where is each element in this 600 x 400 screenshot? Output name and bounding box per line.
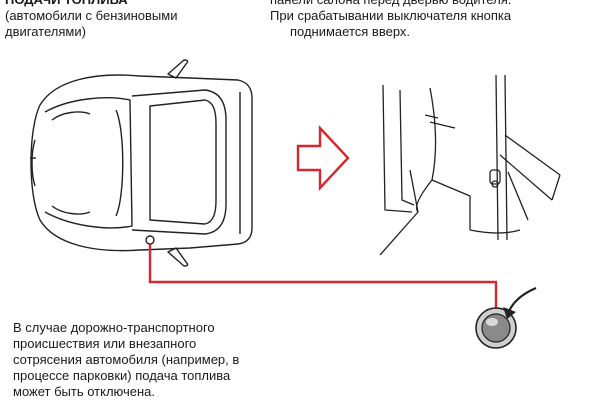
heading-title: ПОДАЧИ ТОПЛИВА [5,0,177,8]
caption-line: происшествия или внезапного [13,336,197,351]
caption-line: сотрясения автомобиля (например, в [13,352,240,367]
connector-line [148,244,498,310]
caption-line: процессе парковки) подача топлива [13,368,231,383]
caption-line: может быть отключена. [13,384,156,399]
note-line: При срабатывании выключателя кнопка [270,8,512,23]
note-line: поднимается вверх. [289,24,411,39]
heading-block: ПОДАЧИ ТОПЛИВА (автомобили с бензиновыми… [5,0,177,40]
car-top-view [30,59,253,267]
heading-subtitle-line: (автомобили с бензиновыми [5,8,178,23]
caption-block: В случае дорожно-транспортного происшест… [13,320,239,400]
heading-subtitle-line: двигателями) [5,24,86,39]
fuel-cutoff-button-icon [475,286,537,349]
door-panel-view [379,74,561,256]
right-arrow-icon [296,124,350,192]
caption-line: В случае дорожно-транспортного [13,320,215,335]
note-block: панели салона перед дверью водителя. При… [270,0,512,40]
note-line: панели салона перед дверью водителя. [270,0,511,8]
